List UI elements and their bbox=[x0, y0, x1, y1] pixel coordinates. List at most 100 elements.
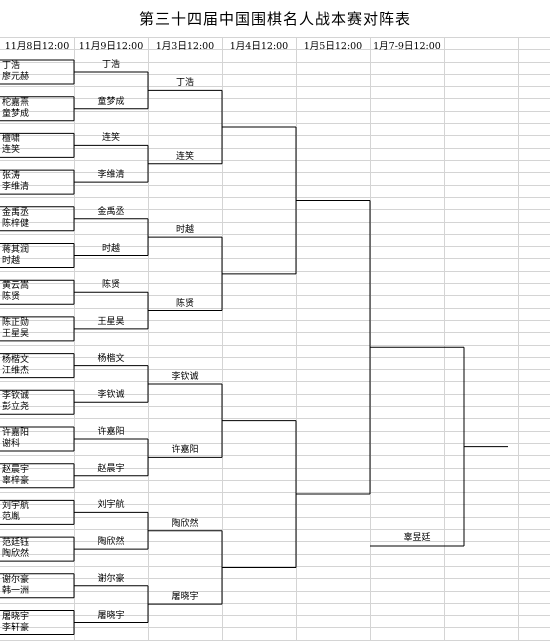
grid-column-line bbox=[148, 37, 149, 641]
grid-row-line bbox=[0, 418, 550, 419]
grid-row-line bbox=[0, 222, 550, 223]
round3-winner: 陈贤 bbox=[175, 298, 194, 309]
round-header-1: 11月8日12:00 bbox=[4, 41, 70, 52]
player-name: 彭立尧 bbox=[2, 402, 30, 413]
player-name: 辜梓豪 bbox=[2, 475, 30, 486]
grid-row-line bbox=[0, 394, 550, 395]
grid-row-line bbox=[0, 49, 550, 50]
round2-winner: 李维清 bbox=[97, 170, 125, 181]
round2-winner: 时越 bbox=[101, 243, 120, 254]
round2-winner: 刘宇航 bbox=[97, 500, 125, 511]
grid-row-line bbox=[0, 529, 550, 530]
grid-row-line bbox=[0, 37, 550, 38]
grid-row-line bbox=[0, 369, 550, 370]
player-name: 屠晓宇 bbox=[2, 611, 30, 622]
player-name: 童梦成 bbox=[2, 108, 30, 119]
grid-row-line bbox=[0, 283, 550, 284]
player-name: 刘宇航 bbox=[2, 501, 30, 512]
grid-row-line bbox=[0, 517, 550, 518]
round3-winner: 许嘉阳 bbox=[171, 445, 199, 456]
player-name: 李轩豪 bbox=[2, 622, 30, 633]
grid-row-line bbox=[0, 566, 550, 567]
player-name: 王星昊 bbox=[2, 328, 30, 339]
round2-winner: 金禹丞 bbox=[97, 206, 125, 217]
player-name: 时越 bbox=[2, 255, 21, 266]
round2-winner: 丁浩 bbox=[101, 60, 120, 70]
grid-row-line bbox=[0, 504, 550, 505]
grid-row-line bbox=[0, 123, 550, 124]
round-header-3: 1月3日12:00 bbox=[155, 41, 215, 52]
round3-winner: 李钦诚 bbox=[171, 371, 199, 382]
player-name: 赵晨宇 bbox=[2, 464, 30, 475]
round2-winner: 王星昊 bbox=[97, 316, 125, 327]
player-name: 李维清 bbox=[2, 182, 30, 193]
round2-winner: 李钦诚 bbox=[97, 390, 125, 401]
grid-row-line bbox=[0, 234, 550, 235]
grid-column-line bbox=[296, 37, 297, 641]
grid-row-line bbox=[0, 246, 550, 247]
round-header-5: 1月5日12:00 bbox=[303, 41, 363, 52]
grid-row-line bbox=[0, 74, 550, 75]
grid-column-line bbox=[518, 37, 519, 641]
grid-row-line bbox=[0, 468, 550, 469]
round2-winner: 赵晨宇 bbox=[97, 463, 125, 474]
grid-row-line bbox=[0, 111, 550, 112]
round2-winner: 屠晓宇 bbox=[97, 610, 125, 621]
grid-row-line bbox=[0, 258, 550, 259]
round2-winner: 童梦成 bbox=[97, 96, 125, 107]
round3-winner: 陶欣然 bbox=[171, 518, 199, 529]
grid-row-line bbox=[0, 86, 550, 87]
grid-row-line bbox=[0, 320, 550, 321]
grid-row-line bbox=[0, 185, 550, 186]
grid-row-line bbox=[0, 135, 550, 136]
player-name: 张涛 bbox=[2, 171, 21, 182]
grid-row-line bbox=[0, 160, 550, 161]
grid-row-line bbox=[0, 578, 550, 579]
round2-winner: 陶欣然 bbox=[97, 537, 125, 548]
grid-row-line bbox=[0, 295, 550, 296]
round2-winner: 陈贤 bbox=[101, 280, 120, 291]
player-name: 蒋其润 bbox=[2, 244, 30, 255]
player-name: 陈梓健 bbox=[2, 218, 30, 229]
grid-row-line bbox=[0, 492, 550, 493]
player-name: 陶欣然 bbox=[2, 549, 30, 560]
player-name: 范廷钰 bbox=[2, 538, 30, 549]
round3-winner: 丁浩 bbox=[175, 78, 194, 89]
player-name: 许嘉阳 bbox=[2, 428, 30, 438]
grid-row-line bbox=[0, 148, 550, 149]
grid-row-line bbox=[0, 480, 550, 481]
grid-row-line bbox=[0, 332, 550, 333]
grid-row-line bbox=[0, 308, 550, 309]
player-name: 黄云嵩 bbox=[2, 281, 30, 292]
round3-winner: 屠晓宇 bbox=[171, 592, 199, 603]
player-name: 檀啸 bbox=[2, 134, 21, 145]
grid-row-line bbox=[0, 406, 550, 407]
grid-row-line bbox=[0, 431, 550, 432]
player-name: 李钦诚 bbox=[2, 391, 30, 402]
grid-row-line bbox=[0, 345, 550, 346]
grid-row-line bbox=[0, 455, 550, 456]
grid-row-line bbox=[0, 615, 550, 616]
round3-winner: 连笑 bbox=[175, 151, 194, 162]
player-name: 连笑 bbox=[2, 145, 21, 156]
round-header-2: 11月9日12:00 bbox=[78, 41, 144, 52]
player-name: 陈贤 bbox=[2, 292, 21, 303]
player-name: 丁浩 bbox=[2, 61, 21, 71]
round2-winner: 许嘉阳 bbox=[97, 427, 125, 437]
player-name: 范胤 bbox=[2, 512, 21, 523]
grid-column-line bbox=[444, 37, 445, 641]
grid-row-line bbox=[0, 209, 550, 210]
grid-column-line bbox=[222, 37, 223, 641]
player-name: 金禹丞 bbox=[2, 207, 30, 218]
grid-row-line bbox=[0, 541, 550, 542]
page-title: 第三十四届中国围棋名人战本赛对阵表 bbox=[138, 10, 411, 28]
round2-winner: 杨楷文 bbox=[97, 353, 125, 364]
player-name: 柁嘉熹 bbox=[2, 97, 30, 108]
grid-row-line bbox=[0, 554, 550, 555]
grid-row-line bbox=[0, 172, 550, 173]
round2-winner: 谢尔豪 bbox=[97, 573, 125, 584]
player-name: 韩一洲 bbox=[2, 585, 30, 596]
grid-row-line bbox=[0, 357, 550, 358]
grid-row-line bbox=[0, 443, 550, 444]
